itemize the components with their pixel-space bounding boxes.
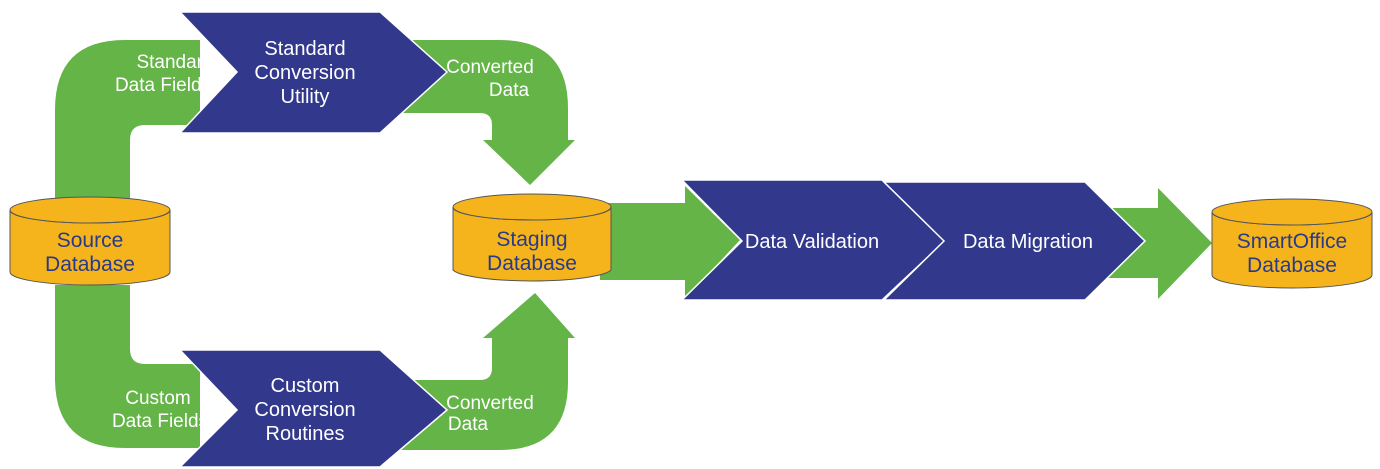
- staging-database-label-line1: Staging: [496, 228, 567, 251]
- converted-top-label-line2: Data: [489, 80, 530, 101]
- standard-fields-label-line2: Data Fields: [115, 75, 211, 96]
- standard-fields-label-line1: Standard: [136, 52, 213, 73]
- custom-fields-label-line2: Data Fields: [112, 411, 208, 432]
- converted-top-label-line1: Converted: [446, 57, 534, 78]
- flow-arrow-converted-top: [400, 40, 575, 185]
- staging-database-label-line2: Database: [487, 252, 577, 275]
- converted-bottom-label-line2: Data: [448, 414, 489, 435]
- smartoffice-database-label-line2: Database: [1247, 254, 1337, 277]
- custom-conversion-routines-process: [178, 349, 449, 468]
- flow-arrow-standard-fields: [55, 40, 200, 210]
- custom-conversion-label-line3: Routines: [266, 423, 345, 445]
- custom-conversion-label-line1: Custom: [271, 375, 340, 397]
- source-database-label-line2: Database: [45, 253, 135, 276]
- process-chevrons: [178, 11, 1147, 468]
- standard-conversion-label-line3: Utility: [281, 86, 330, 108]
- data-migration-process: [882, 181, 1147, 301]
- smartoffice-database: SmartOffice Database: [1211, 198, 1373, 289]
- flow-arrow-migration-to-smartoffice: [1100, 188, 1212, 299]
- source-database-label-line1: Source: [57, 229, 124, 252]
- data-validation-process: [680, 179, 947, 301]
- data-migration-label: Data Migration: [963, 231, 1093, 253]
- flow-arrow-staging-to-validation: [600, 186, 740, 299]
- data-validation-label: Data Validation: [745, 231, 879, 253]
- converted-bottom-label-line1: Converted: [446, 393, 534, 414]
- standard-conversion-label-line1: Standard: [264, 38, 345, 60]
- custom-conversion-label-line2: Conversion: [254, 399, 355, 421]
- standard-conversion-utility-process: [178, 11, 449, 134]
- source-database: Source Database: [9, 196, 171, 286]
- staging-database: Staging Database: [452, 193, 612, 282]
- custom-fields-label-line1: Custom: [125, 388, 190, 409]
- standard-conversion-label-line2: Conversion: [254, 62, 355, 84]
- smartoffice-database-label-line1: SmartOffice: [1237, 230, 1347, 253]
- flow-arrow-custom-fields: [55, 285, 200, 448]
